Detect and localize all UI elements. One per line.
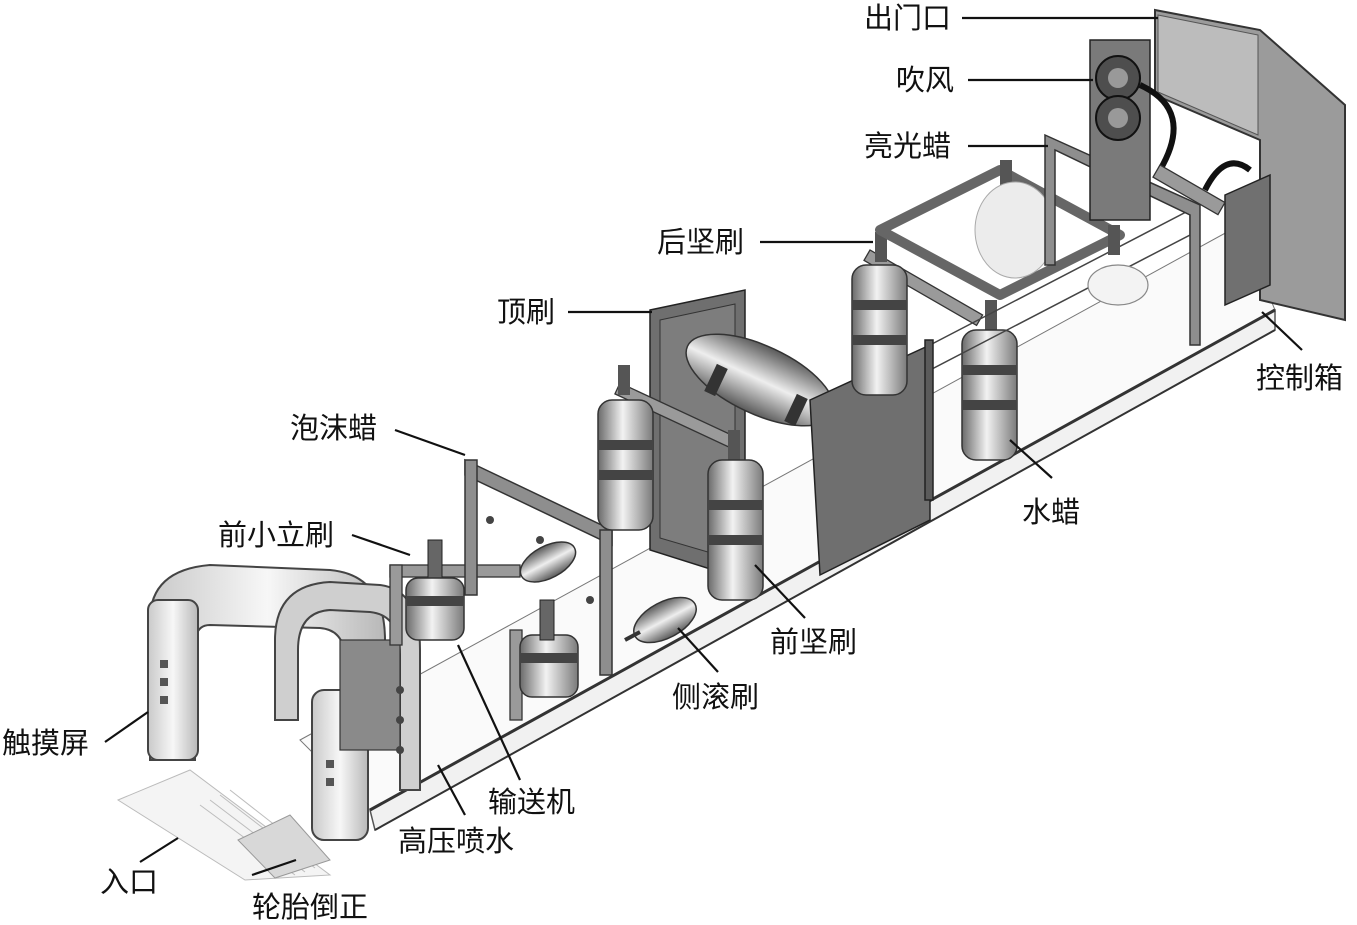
top-brush: [649, 289, 931, 582]
label-touch-screen: 触摸屏: [2, 726, 89, 760]
label-top-brush: 顶刷: [497, 295, 555, 329]
label-control-box: 控制箱: [1256, 361, 1343, 395]
label-entrance: 入口: [100, 865, 158, 899]
leader-lines: [104, 16, 1303, 877]
label-front-vertical-brush: 前坚刷: [770, 625, 857, 659]
entrance-ramp: [116, 769, 332, 881]
exit-section: [1089, 8, 1346, 322]
label-foam-wax: 泡沫蜡: [290, 411, 377, 445]
label-tire-alignment: 轮胎倒正: [252, 890, 368, 924]
high-pressure-spray-arch: [274, 580, 421, 791]
label-rear-vertical-brush: 后坚刷: [657, 225, 744, 259]
front-small-brush: [389, 539, 579, 721]
label-water-wax: 水蜡: [1022, 495, 1080, 529]
label-gloss-wax: 亮光蜡: [864, 129, 951, 163]
label-side-roll-brush: 侧滚刷: [672, 680, 759, 714]
label-high-pressure-spray: 高压喷水: [398, 824, 514, 858]
label-blower: 吹风: [896, 63, 954, 97]
control-box: [1224, 173, 1271, 307]
front-vertical-brush: [597, 365, 764, 601]
rear-vertical-brush: [851, 208, 1191, 501]
label-front-small-brush: 前小立刷: [218, 518, 334, 552]
foam-wax-frame: [464, 458, 613, 676]
water-wax-frame: [875, 133, 1201, 346]
tire-alignment-plate: [237, 814, 331, 879]
label-exit: 出门口: [864, 1, 951, 35]
label-conveyor: 输送机: [488, 785, 575, 819]
tunnel-base: [299, 224, 1276, 832]
